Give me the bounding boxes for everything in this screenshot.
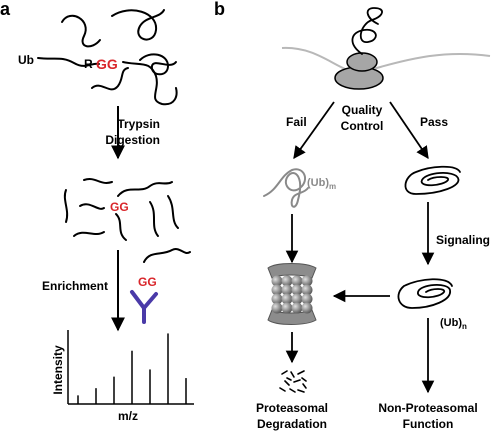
qc-label-line2: Control xyxy=(341,119,384,133)
peptide xyxy=(83,178,113,184)
degraded-fragments xyxy=(279,370,307,393)
er-membrane xyxy=(281,46,491,74)
nascent-protein xyxy=(351,7,383,55)
panel-a: a Ub R GG Trypsin Digestion GG xyxy=(0,0,194,423)
peptide-fragment xyxy=(297,370,305,375)
proteasome-subunit xyxy=(291,284,303,296)
fail-label: Fail xyxy=(286,115,307,129)
qc-label-line1: Quality xyxy=(342,103,383,117)
proteasome-subunit xyxy=(271,302,283,314)
protein-strand xyxy=(122,61,178,106)
spectrum-ylabel: Intensity xyxy=(51,345,65,395)
gg-peptide-label: GG xyxy=(110,200,129,214)
folded-protein xyxy=(404,165,461,195)
peptide xyxy=(167,195,179,229)
peptide-fragment xyxy=(293,379,301,383)
ub-m-label: (Ub)m xyxy=(307,177,336,191)
proteasome-icon xyxy=(267,263,317,325)
protein-strand xyxy=(111,9,165,41)
peptide-fragment xyxy=(284,380,290,386)
outcome-left-line2: Degradation xyxy=(257,417,327,431)
pass-arrow xyxy=(389,101,429,160)
ubiquitinated-folded-protein xyxy=(397,278,453,309)
peptide-fragments xyxy=(63,178,179,241)
protein-strand xyxy=(91,67,129,91)
proteasome-subunit xyxy=(281,275,293,287)
step-enrichment: Enrichment xyxy=(42,279,108,293)
peptide xyxy=(63,189,69,223)
enriched-peptide xyxy=(143,248,191,263)
proteasome-subunit xyxy=(281,284,293,296)
panel-b-label: b xyxy=(214,0,225,19)
protein-strand xyxy=(139,53,177,76)
panel-a-label: a xyxy=(0,0,11,19)
peptide xyxy=(117,181,173,197)
fail-arrow xyxy=(293,101,335,160)
outcome-right-line2: Function xyxy=(403,417,454,431)
proteasome-subunit xyxy=(301,302,313,314)
gg-enriched-label: GG xyxy=(138,275,157,289)
spectrum-peaks xyxy=(77,333,187,404)
proteasome-subunit xyxy=(301,284,313,296)
peptide-fragment xyxy=(301,377,307,382)
peptide-fragment xyxy=(302,383,307,389)
ribosome-icon xyxy=(334,52,384,90)
mass-spectrum xyxy=(67,330,194,405)
proteasome-subunit xyxy=(281,293,293,305)
proteasome-subunit xyxy=(271,293,283,305)
ubiquitinated-protein xyxy=(37,9,178,106)
proteasome-subunit xyxy=(301,275,313,287)
ub-n-label: (Ub)n xyxy=(440,317,467,331)
peptide-fragment xyxy=(297,389,305,393)
peptide-fragment xyxy=(281,370,288,375)
spectrum-xlabel: m/z xyxy=(118,409,138,423)
peptide-fragment xyxy=(290,371,295,378)
ubiquitin-chain xyxy=(37,57,100,67)
arginine-label: R xyxy=(84,57,93,71)
peptide xyxy=(149,201,159,237)
proteasome-subunit xyxy=(271,284,283,296)
gg-label: GG xyxy=(96,56,118,72)
proteasome-subunit xyxy=(291,293,303,305)
antibody-icon xyxy=(130,290,158,324)
panel-b: b Quality Control Fail Pass (Ub)m Signal… xyxy=(214,0,491,431)
peptide xyxy=(79,203,105,210)
outcome-right-line1: Non-Proteasomal xyxy=(378,401,477,415)
peptide xyxy=(73,231,105,237)
protein-strand xyxy=(61,15,101,48)
peptide-fragment xyxy=(289,388,296,393)
proteasome-subunit xyxy=(281,302,293,314)
proteasome-subunit xyxy=(291,275,303,287)
misfolded-protein xyxy=(263,168,309,208)
ub-label: Ub xyxy=(18,53,34,67)
step-digestion: Digestion xyxy=(105,133,160,147)
outcome-left-line1: Proteasomal xyxy=(256,401,328,415)
pass-label: Pass xyxy=(420,115,448,129)
proteasome-subunit xyxy=(271,275,283,287)
proteasome-subunit xyxy=(291,302,303,314)
peptide xyxy=(115,213,127,241)
step-trypsin: Trypsin xyxy=(117,117,160,131)
peptide-fragment xyxy=(279,387,286,392)
proteasome-subunit xyxy=(301,293,313,305)
peptide-fragment xyxy=(286,377,292,381)
signaling-label: Signaling xyxy=(436,233,490,247)
